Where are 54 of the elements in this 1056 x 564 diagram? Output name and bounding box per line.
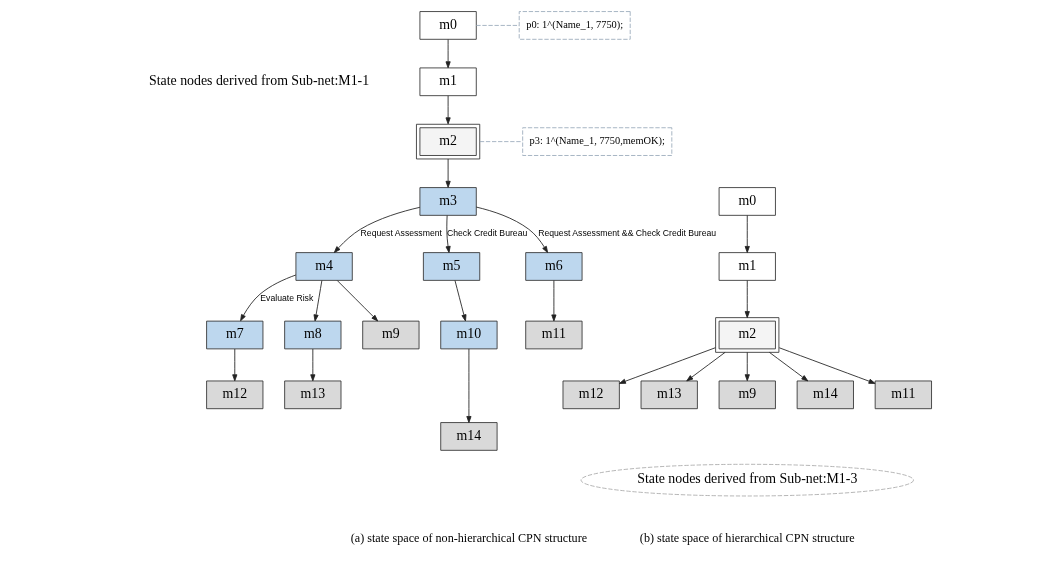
edge-label: Request Assessment && Check Credit Bureau (538, 228, 717, 239)
node-box: m12 (206, 380, 264, 410)
arrow (445, 95, 451, 125)
arrow (475, 206, 549, 253)
arrow (445, 215, 451, 253)
node-box: m4 (295, 252, 353, 281)
arrow (551, 280, 557, 322)
node-box: m8 (284, 320, 342, 350)
edge-label: Check Credit Bureau (446, 228, 528, 239)
arrow (333, 206, 421, 253)
node-box: m3 (419, 187, 477, 216)
node-box: m9 (362, 320, 420, 350)
node-box: m6 (525, 252, 583, 281)
node-box: m0 (718, 187, 776, 216)
node-box: p0: 1^(Name_1, 7750); (518, 11, 631, 40)
arrow (445, 39, 451, 69)
connector (479, 141, 523, 143)
node-box: m11 (874, 380, 932, 410)
arrow (232, 348, 238, 382)
arrow (313, 280, 323, 322)
arrow (619, 347, 716, 384)
node-box: m0 (419, 11, 477, 40)
edge-label: Evaluate Risk (260, 293, 314, 304)
arrow (744, 351, 750, 382)
arrow (744, 280, 750, 319)
arrow (778, 347, 876, 384)
label: (a) state space of non-hierarchical CPN structure (350, 530, 588, 545)
node-box: m9 (718, 380, 776, 410)
connector (475, 25, 520, 26)
node-box: m5 (422, 252, 481, 281)
edge-label: Request Assessment (360, 228, 442, 239)
node-box: m11 (525, 320, 583, 350)
node-box: m1 (718, 252, 776, 281)
label: State nodes derived from Sub-net:M1-1 (148, 73, 370, 89)
node-box: m10 (440, 320, 498, 350)
arrow (686, 351, 726, 382)
node-box: p3: 1^(Name_1, 7750,memOK); (522, 127, 673, 156)
node-box: m12 (562, 380, 620, 410)
arrow (336, 280, 379, 322)
arrow (310, 348, 316, 382)
node-box: m1 (419, 67, 477, 97)
arrow (454, 280, 467, 322)
node-ellipse: State nodes derived from Sub-net:M1-3 (580, 463, 914, 497)
node-box: m13 (284, 380, 342, 410)
node-box: m14 (440, 422, 498, 451)
label: (b) state space of hierarchical CPN structure (639, 530, 855, 545)
arrow (445, 158, 451, 188)
arrow (744, 215, 750, 253)
node-box: m13 (640, 380, 698, 410)
node-box: m7 (206, 320, 264, 350)
node-box: m14 (796, 380, 854, 410)
arrow (769, 351, 809, 382)
arrow (240, 274, 297, 322)
arrow (466, 348, 472, 423)
